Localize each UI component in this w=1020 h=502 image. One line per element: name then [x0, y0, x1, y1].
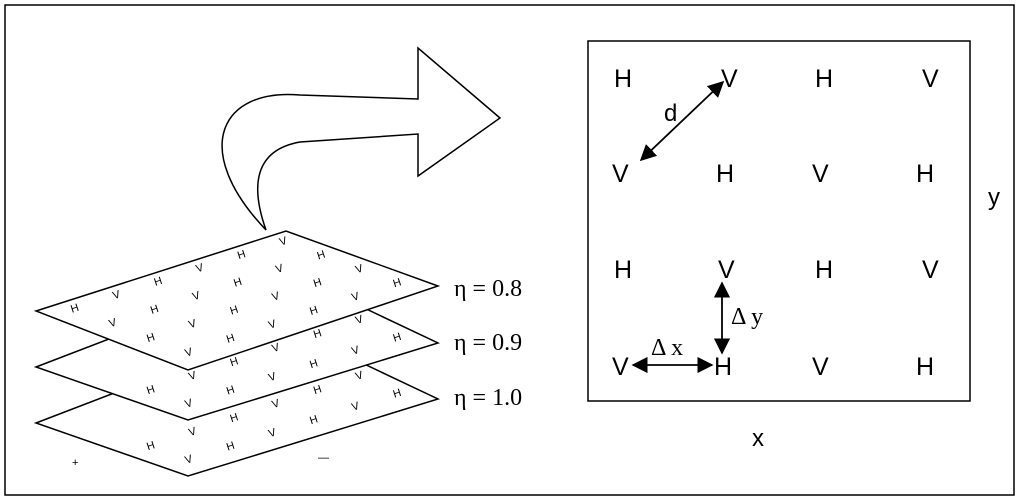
- grid-cell: H: [916, 353, 934, 381]
- grid-cell: H: [714, 353, 732, 381]
- dy-label: Δ y: [731, 304, 763, 330]
- layer-label-1: η = 0.8: [454, 276, 522, 302]
- sheet-letter: V: [184, 397, 195, 411]
- sheet-letter: H: [149, 303, 160, 317]
- sheet-letter: V: [187, 425, 198, 439]
- sheet-letter: H: [312, 383, 323, 397]
- sheet-letter: V: [195, 262, 206, 276]
- layer-label-2: η = 0.9: [454, 330, 522, 356]
- dx-label: Δ x: [651, 335, 683, 361]
- grid-cell: V: [922, 65, 939, 93]
- sheet-letter: H: [308, 413, 319, 427]
- grid-cell: V: [922, 256, 939, 284]
- sheet-letter: V: [354, 313, 365, 327]
- x-axis-label: x: [752, 425, 764, 452]
- grid-cell: V: [718, 256, 735, 284]
- grid-cell: H: [916, 160, 934, 188]
- sheet-letter: H: [308, 304, 319, 318]
- sheet-letter: V: [274, 262, 285, 276]
- sheet-letter: H: [392, 276, 403, 290]
- sheet-letter: H: [312, 276, 323, 290]
- sheet-letter: H: [229, 304, 240, 318]
- sheet-letter: H: [225, 440, 236, 454]
- y-axis-label: y: [988, 184, 1000, 211]
- sheet-letter: V: [354, 369, 365, 383]
- grid-letters: H V H V V H V H H V H V V H V H: [612, 65, 939, 381]
- sheet-letter: H: [225, 384, 236, 398]
- sheet-letter: V: [350, 290, 361, 304]
- grid-cell: H: [815, 65, 833, 93]
- layer-sheet-top: [33, 230, 441, 371]
- grid-cell: V: [812, 160, 829, 188]
- sheet-letter: H: [316, 249, 327, 263]
- sheet-letter: V: [267, 318, 278, 332]
- sheet-letter: H: [229, 355, 240, 369]
- sheet-letter: V: [278, 235, 289, 249]
- sheet-letter: H: [229, 411, 240, 425]
- sheet-letter: V: [108, 316, 119, 330]
- stray-mark: —: [318, 452, 329, 464]
- sheet-letter: H: [392, 331, 403, 345]
- sheet-letter: V: [111, 288, 122, 302]
- sheet-letter: H: [225, 332, 236, 346]
- sheet-letter: H: [312, 327, 323, 341]
- grid-cell: H: [614, 256, 632, 284]
- sheet-letter: V: [187, 369, 198, 383]
- sheet-letter: H: [308, 357, 319, 371]
- grid-cell: V: [612, 353, 629, 381]
- sheet-letter: H: [145, 383, 156, 397]
- sheet-letter: H: [236, 248, 247, 262]
- sheet-letter: V: [184, 453, 195, 467]
- sheet-letter: V: [267, 370, 278, 384]
- layer-label-3: η = 1.0: [454, 385, 522, 411]
- sheet-letter: H: [145, 331, 156, 345]
- grid-cell: H: [614, 65, 632, 93]
- sheet-letter: H: [392, 387, 403, 401]
- sheet-letter: V: [187, 317, 198, 331]
- sheet-letter: V: [184, 346, 195, 360]
- sheet-letter: H: [153, 275, 164, 289]
- diagonal-arrow: [639, 80, 725, 162]
- sheet-letter: V: [271, 397, 282, 411]
- outer-frame: [4, 4, 1015, 496]
- sheet-letter: V: [267, 426, 278, 440]
- grid-cell: V: [612, 160, 629, 188]
- grid-box: [587, 40, 971, 402]
- sheet-letter: V: [350, 400, 361, 414]
- grid-cell: H: [815, 256, 833, 284]
- expand-arrow: [221, 46, 502, 231]
- sheet-letter: H: [145, 439, 156, 453]
- sheet-letter: V: [350, 344, 361, 358]
- layer-labels: η = 0.8 η = 0.9 η = 1.0: [454, 276, 522, 411]
- sheet-letter: H: [69, 302, 80, 316]
- sheet-letter: V: [271, 290, 282, 304]
- stray-mark: +: [72, 457, 78, 469]
- grid-cell: V: [721, 65, 738, 93]
- sheet-letter: H: [232, 276, 243, 290]
- diagonal-label: d: [664, 100, 677, 127]
- grid-cell: V: [812, 353, 829, 381]
- sheet-letter: V: [191, 289, 202, 303]
- grid-cell: H: [716, 160, 734, 188]
- sheet-letter: V: [354, 262, 365, 276]
- sheet-letter: V: [271, 341, 282, 355]
